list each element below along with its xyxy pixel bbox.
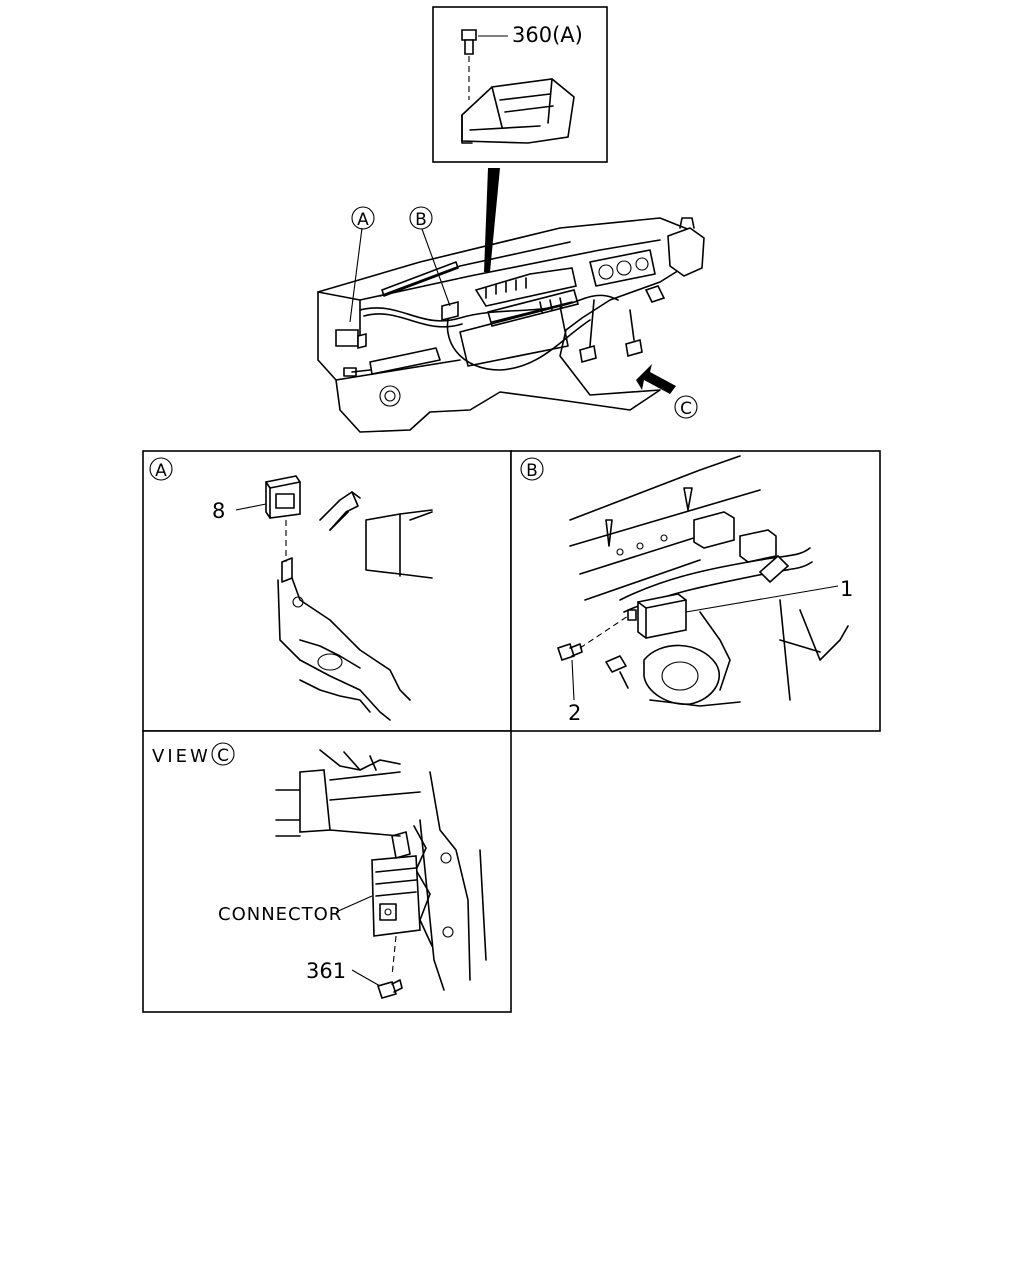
relay-1-icon [637, 593, 687, 639]
label-1: 1 [840, 577, 853, 601]
leader-1 [685, 585, 839, 613]
leader-2 [571, 659, 575, 701]
module-b-icon [441, 300, 459, 322]
module-8-icon [265, 475, 301, 519]
dashboard-overview: A B C [317, 206, 705, 433]
screw-2-icon [556, 642, 583, 662]
leader-8 [235, 503, 267, 511]
leader-connector [335, 895, 373, 913]
panel-c-frame [142, 730, 512, 1013]
panel-b-tag: B [526, 461, 538, 481]
callout-a: A [357, 210, 369, 230]
connector-label: CONNECTOR [218, 904, 342, 925]
panel-view-c: VIEW C CONNECTOR 361 [142, 730, 512, 1013]
label-361: 361 [306, 959, 346, 983]
relay-bracket-icon [461, 78, 575, 144]
leader-overview-a [349, 227, 363, 323]
label-8: 8 [212, 499, 225, 523]
view-tag: C [217, 746, 229, 766]
screw-361-icon [376, 979, 403, 999]
panel-b: B 1 2 [510, 450, 881, 732]
leader-overview-b [421, 228, 451, 307]
panel-a-tag: A [155, 461, 167, 481]
bolt-360a-icon [461, 29, 477, 100]
callout-circle-b [409, 206, 433, 230]
top-detail-inset: 360(A) [432, 6, 608, 163]
connector-icon [371, 831, 421, 937]
label-2: 2 [568, 701, 581, 725]
callout-b: B [415, 210, 427, 230]
leader-361 [351, 969, 381, 987]
view-prefix: VIEW [152, 746, 211, 767]
panel-a-frame [142, 450, 512, 732]
panel-a: A 8 [142, 450, 512, 732]
label-360a: 360(A) [512, 23, 583, 47]
callout-c: C [680, 399, 692, 419]
module-a-icon [335, 329, 359, 347]
view-c-arrow-icon [636, 364, 676, 394]
callout-circle-a [351, 206, 375, 230]
panel-b-frame [510, 450, 881, 732]
detail-pointer [484, 168, 500, 272]
callout-circle-c [674, 395, 698, 419]
